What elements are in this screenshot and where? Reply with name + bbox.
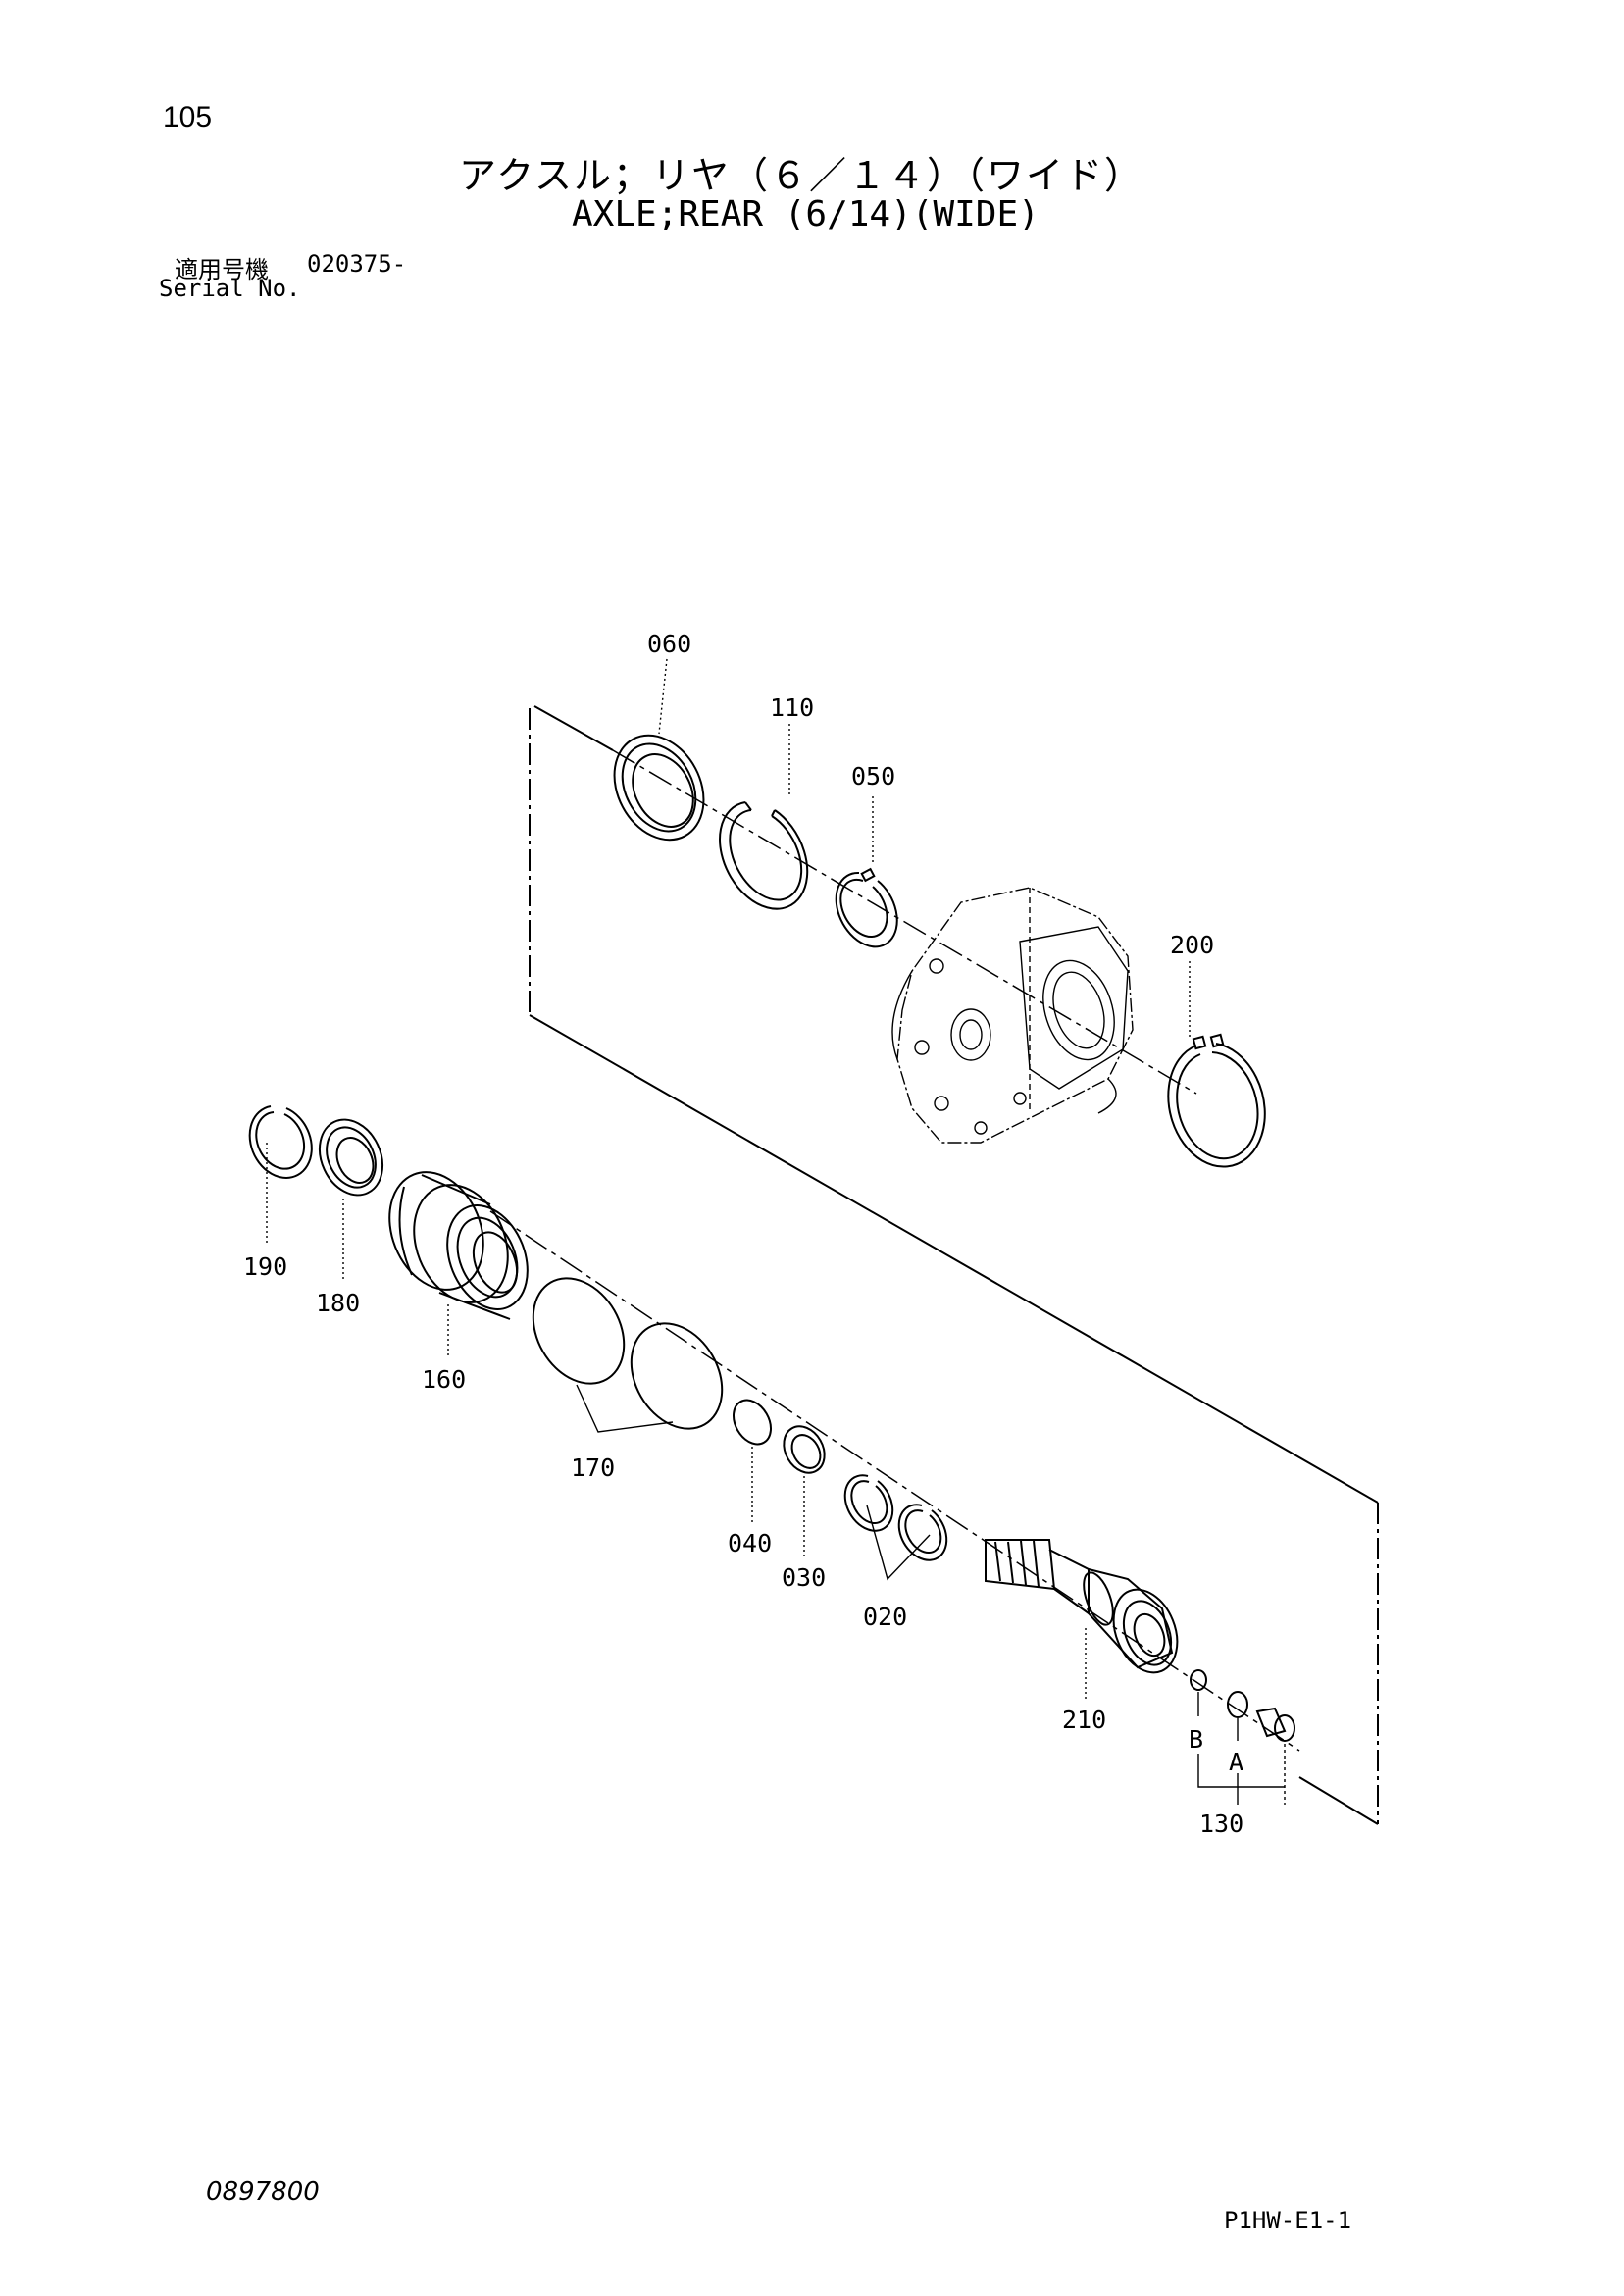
o-ring-B (1190, 1669, 1207, 1691)
serial-label-english: Serial No. (159, 275, 301, 302)
label-060: 060 (647, 630, 691, 658)
label-030: 030 (782, 1563, 826, 1592)
o-ring-040 (733, 1399, 772, 1446)
label-110: 110 (770, 693, 814, 722)
assembly-frame (529, 705, 1379, 1825)
snap-ring-050 (835, 867, 898, 948)
label-050: 050 (851, 762, 895, 791)
plug-130 (1255, 1707, 1295, 1742)
label-040: 040 (728, 1529, 772, 1557)
label-020: 020 (863, 1603, 907, 1631)
axis-line-upper (612, 749, 1197, 1095)
label-200: 200 (1170, 931, 1214, 959)
serial-label-japanese: 適用号機 (175, 256, 269, 283)
page-title-japanese: アクスル；リヤ（６／１４）（ワイド） (459, 154, 1143, 197)
leader-lines (266, 658, 1191, 1699)
sleeve-160 (388, 1171, 529, 1320)
label-130: 130 (1199, 1810, 1243, 1838)
snap-ring-110 (719, 801, 809, 910)
washer-030 (783, 1425, 826, 1474)
o-ring-170-b (630, 1322, 724, 1430)
o-ring-170-a (532, 1277, 626, 1385)
label-160: 160 (422, 1365, 466, 1394)
axle-housing (891, 887, 1134, 1144)
label-180: 180 (316, 1289, 360, 1317)
seal-060 (613, 734, 705, 842)
page-title-english: AXLE;REAR (6/14)(WIDE) (572, 194, 1040, 234)
label-190: 190 (243, 1252, 287, 1281)
seal-180 (318, 1118, 384, 1197)
document-number: 0897800 (206, 2177, 320, 2207)
o-ring-A (1227, 1691, 1248, 1718)
page-code: P1HW-E1-1 (1224, 2207, 1352, 2234)
shaft-210 (985, 1539, 1179, 1674)
label-B: B (1189, 1725, 1203, 1754)
serial-number-value: 020375- (307, 250, 407, 278)
snap-ring-200 (1167, 1033, 1266, 1168)
snap-ring-190 (248, 1105, 313, 1179)
label-A: A (1229, 1748, 1243, 1776)
snap-ring-020-b (897, 1504, 948, 1561)
label-210: 210 (1062, 1706, 1106, 1734)
page-number: 105 (163, 101, 213, 133)
snap-ring-020-a (843, 1474, 894, 1532)
label-170: 170 (571, 1454, 615, 1482)
